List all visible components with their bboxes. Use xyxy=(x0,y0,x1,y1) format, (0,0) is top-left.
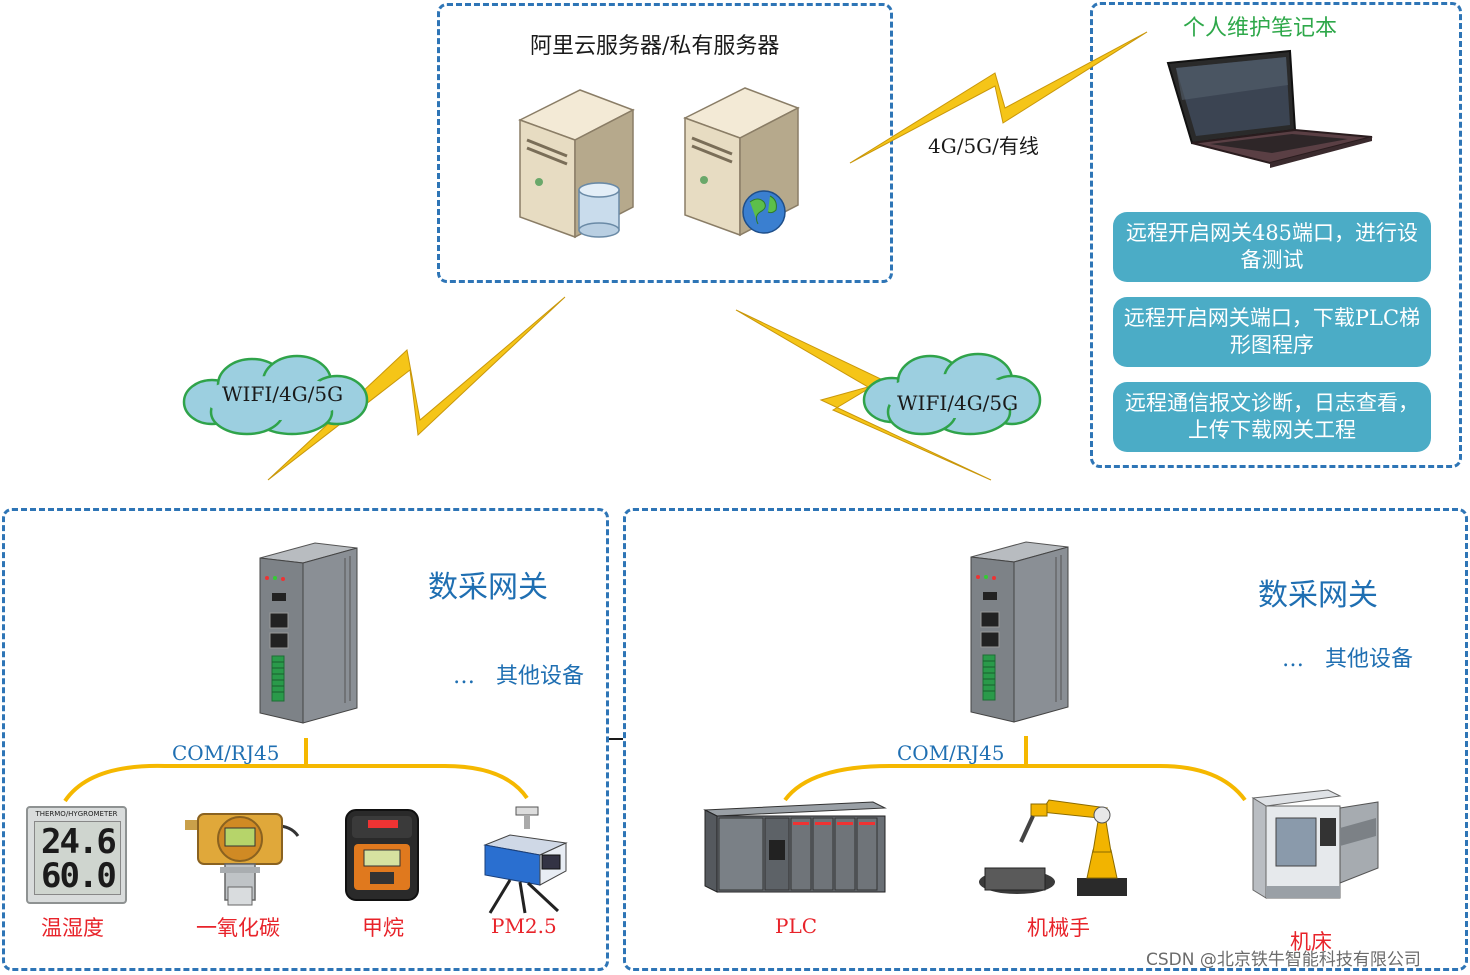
pm25-sampler-icon xyxy=(483,806,568,914)
robot-arm-icon xyxy=(979,799,1127,896)
co-detector-icon xyxy=(185,813,300,906)
cloud-left xyxy=(182,354,369,436)
web-server-icon xyxy=(683,87,800,237)
gateway-device-right xyxy=(970,541,1069,723)
device-label-thermo: 温湿度 xyxy=(41,916,104,940)
action-pill-diagnostics: 远程通信报文诊断，日志查看，上传下载网关工程 xyxy=(1113,382,1431,452)
link-label-left: WIFI/4G/5G xyxy=(222,382,344,406)
database-server-icon xyxy=(518,89,635,239)
other-devices-left: … 其他设备 xyxy=(453,664,584,689)
laptop-icon xyxy=(1166,49,1373,168)
left-site-group xyxy=(2,508,609,971)
link-label-right: WIFI/4G/5G xyxy=(897,391,1019,415)
thermo-hygrometer-icon: THERMO/HYGROMETER 24.6 60.0 xyxy=(26,806,127,904)
device-label-co: 一氧化碳 xyxy=(196,916,280,940)
action-pill-plc-download: 远程开启网关端口，下载PLC梯形图程序 xyxy=(1113,297,1431,367)
device-label-methane: 甲烷 xyxy=(362,916,404,940)
other-devices-right: … 其他设备 xyxy=(1282,647,1413,672)
action-pill-485-test: 远程开启网关485端口，进行设备测试 xyxy=(1113,212,1431,282)
lightning-server-left xyxy=(267,296,566,481)
thermo-temp-readout: 24.6 xyxy=(41,822,117,862)
bus-left xyxy=(63,738,529,803)
device-label-plc: PLC xyxy=(775,914,818,938)
watermark: CSDN @北京铁牛智能科技有限公司 xyxy=(1146,950,1421,970)
cloud-right xyxy=(862,352,1042,436)
gateway-label-left: 数采网关 xyxy=(428,570,548,605)
device-label-cnc: 机床 xyxy=(1290,930,1332,954)
thermo-screen: 24.6 60.0 xyxy=(34,821,121,896)
server-title: 阿里云服务器/私有服务器 xyxy=(530,34,780,59)
lightning-server-laptop xyxy=(849,31,1148,164)
gateway-label-right: 数采网关 xyxy=(1258,578,1378,613)
cnc-machine-icon xyxy=(1251,789,1379,899)
gateway-device-left xyxy=(259,542,358,724)
right-site-group xyxy=(623,508,1468,971)
methane-detector-icon xyxy=(345,809,419,901)
laptop-group xyxy=(1090,2,1462,468)
laptop-title: 个人维护笔记本 xyxy=(1183,16,1338,41)
bus-label-right: COM/RJ45 xyxy=(897,741,1005,765)
bus-right xyxy=(783,736,1247,802)
site-connector xyxy=(609,738,623,740)
device-label-pm25: PM2.5 xyxy=(491,914,557,938)
bus-label-left: COM/RJ45 xyxy=(172,741,280,765)
device-label-robot-arm: 机械手 xyxy=(1027,916,1090,940)
plc-icon xyxy=(703,801,887,893)
thermo-header: THERMO/HYGROMETER xyxy=(35,810,118,818)
server-group xyxy=(437,3,893,283)
link-label-server-laptop: 4G/5G/有线 xyxy=(928,134,1039,158)
thermo-humidity-readout: 60.0 xyxy=(41,856,117,896)
